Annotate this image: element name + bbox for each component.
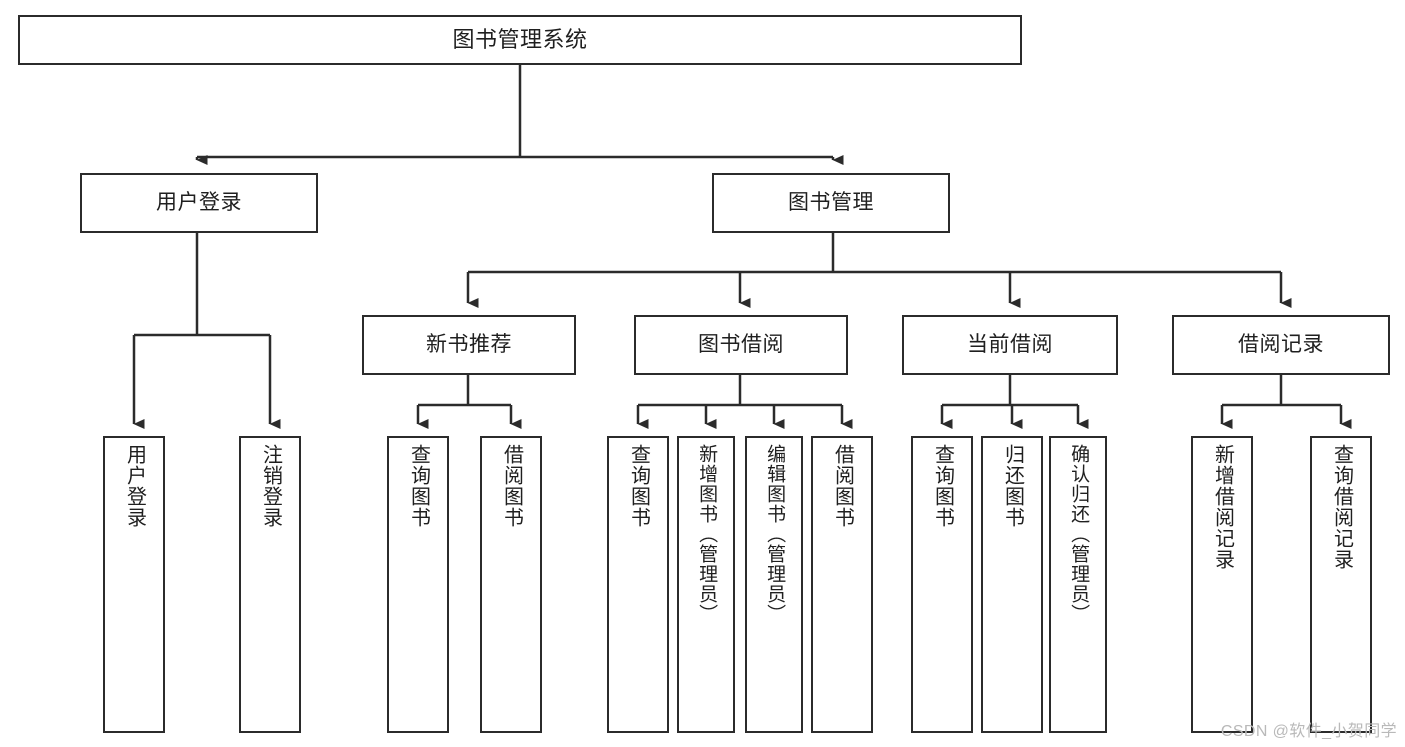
node-label: 图书管理: [788, 190, 874, 214]
node-label: 图书管理系统: [452, 27, 588, 53]
leaf-query-book-current[interactable]: 查询图书: [911, 436, 973, 733]
leaf-query-book-recommend[interactable]: 查询图书: [387, 436, 449, 733]
watermark: CSDN @软件_小贺同学: [1220, 723, 1397, 740]
leaf-query-book-borrow[interactable]: 查询图书: [607, 436, 669, 733]
leaf-query-borrow-record[interactable]: 查询借阅记录: [1310, 436, 1372, 733]
leaf-user-login[interactable]: 用户登录: [103, 436, 165, 733]
leaf-add-borrow-record[interactable]: 新增借阅记录: [1191, 436, 1253, 733]
node-label: 当前借阅: [967, 332, 1053, 356]
leaf-logout[interactable]: 注销登录: [239, 436, 301, 733]
node-root-system[interactable]: 图书管理系统: [18, 15, 1022, 65]
leaf-confirm-return-admin[interactable]: 确认归还（管理员）: [1049, 436, 1107, 733]
node-label: 新书推荐: [426, 332, 512, 356]
leaf-borrow-book-recommend[interactable]: 借阅图书: [480, 436, 542, 733]
node-label: 借阅记录: [1238, 332, 1324, 356]
node-user-login[interactable]: 用户登录: [80, 173, 318, 233]
node-borrow-record[interactable]: 借阅记录: [1172, 315, 1390, 375]
node-label: 借阅图书: [500, 444, 523, 528]
node-label: 查询借阅记录: [1330, 444, 1353, 570]
node-new-book-recommend[interactable]: 新书推荐: [362, 315, 576, 375]
node-label: 用户登录: [123, 444, 146, 528]
leaf-edit-book-admin[interactable]: 编辑图书（管理员）: [745, 436, 803, 733]
node-book-borrow[interactable]: 图书借阅: [634, 315, 848, 375]
leaf-borrow-book[interactable]: 借阅图书: [811, 436, 873, 733]
node-label: 查询图书: [627, 444, 650, 528]
node-label: 用户登录: [156, 190, 242, 214]
node-current-borrow[interactable]: 当前借阅: [902, 315, 1118, 375]
node-label: 查询图书: [407, 444, 430, 528]
node-label: 新增图书（管理员）: [696, 444, 718, 624]
leaf-return-book[interactable]: 归还图书: [981, 436, 1043, 733]
node-label: 查询图书: [931, 444, 954, 528]
node-label: 注销登录: [259, 444, 282, 528]
node-label: 借阅图书: [831, 444, 854, 528]
node-label: 归还图书: [1001, 444, 1024, 528]
node-book-management[interactable]: 图书管理: [712, 173, 950, 233]
node-label: 确认归还（管理员）: [1068, 444, 1090, 624]
leaf-add-book-admin[interactable]: 新增图书（管理员）: [677, 436, 735, 733]
node-label: 新增借阅记录: [1211, 444, 1234, 570]
node-label: 编辑图书（管理员）: [764, 444, 786, 624]
node-label: 图书借阅: [698, 332, 784, 356]
